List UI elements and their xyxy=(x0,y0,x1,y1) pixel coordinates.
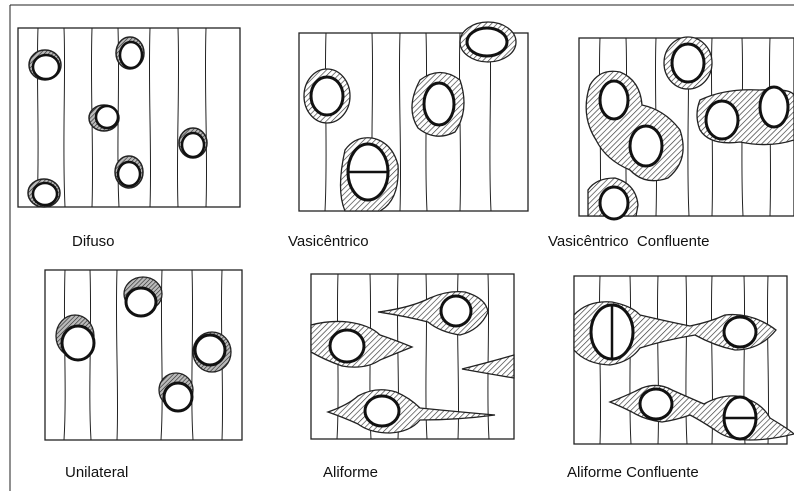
panel-unilateral xyxy=(45,270,242,440)
label-unilateral: Unilateral xyxy=(65,464,128,481)
label-vasicentrico-confluente: Vasicêntrico Confluente xyxy=(548,233,709,250)
label-aliforme: Aliforme xyxy=(323,464,378,481)
label-aliforme-confluente: Aliforme Confluente xyxy=(567,464,699,481)
panel-vasicentrico-confluente xyxy=(579,37,794,219)
panel-vasicentrico xyxy=(299,22,528,211)
label-difuso: Difuso xyxy=(72,233,115,250)
label-vasicentrico: Vasicêntrico xyxy=(288,233,369,250)
panel-aliforme xyxy=(311,274,514,439)
panel-aliforme-confluente xyxy=(574,276,794,444)
panel-difuso xyxy=(18,28,240,207)
